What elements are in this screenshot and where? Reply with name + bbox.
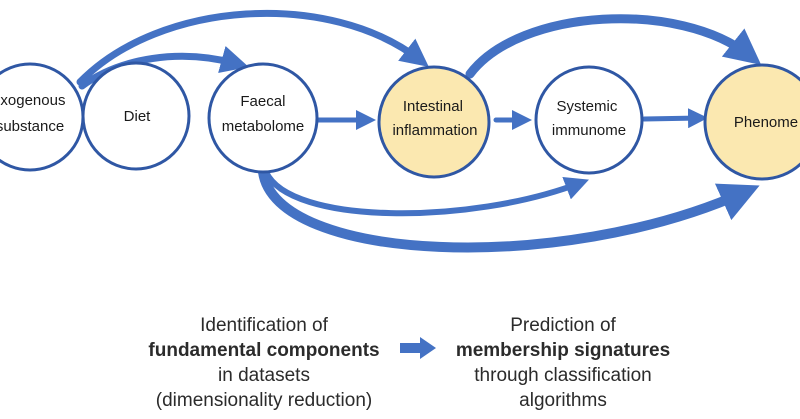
node-systemic-label: Systemic immunome xyxy=(552,98,626,139)
method-right-line2: membership signatures xyxy=(455,340,671,361)
node-diet-circle xyxy=(81,61,191,171)
method-right-line1: Prediction of xyxy=(510,315,616,336)
node-intestinal-label: Intestinal inflammation xyxy=(392,98,477,139)
right-arrow-icon xyxy=(400,337,436,359)
method-dimensionality-reduction: Identification of fundamental components… xyxy=(120,313,408,413)
arrow-faecal-to-phenome xyxy=(258,167,760,253)
node-exogenous-label: Exogenous substance xyxy=(0,92,70,135)
pathway-diagram: Exogenous substance Diet Faecal metabolo… xyxy=(0,9,800,253)
node-phenome-circle xyxy=(703,63,800,181)
arrow-systemic-to-phenome xyxy=(641,108,708,129)
node-exogenous-circle xyxy=(0,62,85,172)
method-classification: Prediction of membership signatures thro… xyxy=(438,313,688,413)
arrow-faecal-to-systemic xyxy=(263,169,589,217)
method-right-line3: through classification xyxy=(474,365,652,386)
arrow-intestinal-to-phenome xyxy=(465,14,762,79)
node-faecal-label: Faecal metabolome xyxy=(222,93,305,135)
node-faecal-circle xyxy=(207,62,319,174)
node-systemic-circle xyxy=(534,65,644,175)
method-left-line4: (dimensionality reduction) xyxy=(155,390,373,411)
arrow-exogenous-to-intestinal xyxy=(76,9,429,86)
arrow-exogenous-to-faecal xyxy=(78,46,249,90)
method-left-line1: Identification of xyxy=(200,315,328,336)
node-diet-label: Diet xyxy=(124,108,152,125)
node-phenome-label: Phenome xyxy=(734,114,798,131)
method-right-line4: algorithms xyxy=(519,390,607,411)
node-intestinal-circle xyxy=(377,65,491,179)
method-left-line3: in datasets xyxy=(218,365,310,386)
method-left-line2: fundamental components xyxy=(148,340,380,361)
